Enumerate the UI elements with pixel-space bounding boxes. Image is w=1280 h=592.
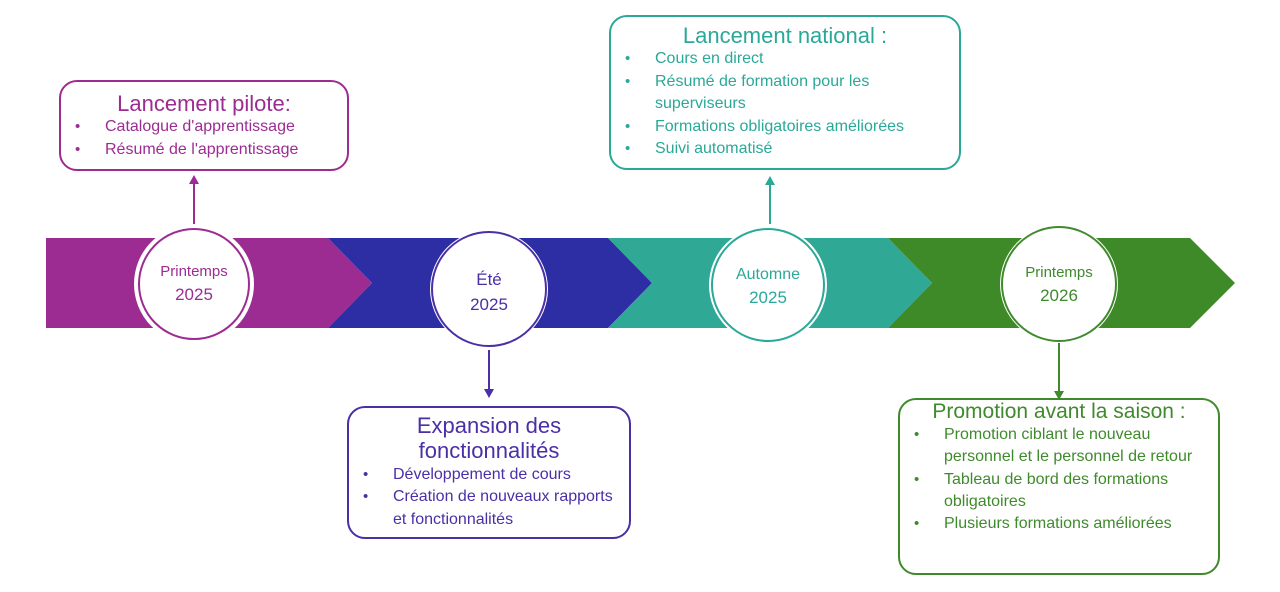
milestone-year: 2025 bbox=[470, 294, 508, 314]
list-item: Promotion ciblant le nouveau personnel e… bbox=[900, 424, 1218, 469]
pilot-launch-box: Lancement pilote: Catalogue d'apprentiss… bbox=[59, 80, 349, 171]
connector-pilot-arrow bbox=[189, 175, 199, 225]
connector-promo-arrow bbox=[1054, 342, 1064, 400]
milestone-year: 2025 bbox=[175, 284, 213, 304]
connector-national-arrow bbox=[765, 176, 775, 224]
list-item: Suivi automatisé bbox=[611, 138, 959, 161]
milestone-label-spring-2026: Printemps 2026 bbox=[1004, 262, 1114, 308]
list-item: Résumé de formation pour les superviseur… bbox=[611, 71, 959, 116]
national-launch-list: Cours en direct Résumé de formation pour… bbox=[611, 48, 959, 161]
milestone-label-autumn-2025: Automne 2025 bbox=[713, 263, 823, 311]
national-launch-box: Lancement national : Cours en direct Rés… bbox=[609, 15, 961, 170]
milestone-season: Printemps bbox=[160, 263, 228, 280]
milestone-circle-spring-2026-ring bbox=[1001, 226, 1117, 342]
pilot-launch-title: Lancement pilote: bbox=[117, 91, 291, 116]
milestone-circle-autumn-2025-ring bbox=[711, 228, 825, 342]
list-item: Résumé de l'apprentissage bbox=[61, 139, 347, 162]
feature-expansion-title: Expansion des fonctionnalités bbox=[416, 413, 562, 464]
list-item: Formations obligatoires améliorées bbox=[611, 116, 959, 139]
feature-expansion-list: Développement de cours Création de nouve… bbox=[349, 464, 629, 532]
list-item: Tableau de bord des formations obligatoi… bbox=[900, 469, 1218, 514]
list-item: Création de nouveaux rapports et fonctio… bbox=[349, 486, 629, 531]
feature-expansion-box: Expansion des fonctionnalités Développem… bbox=[347, 406, 631, 539]
list-item: Cours en direct bbox=[611, 48, 959, 71]
preseason-promotion-list: Promotion ciblant le nouveau personnel e… bbox=[900, 424, 1218, 536]
connector-expansion-arrow bbox=[484, 350, 494, 398]
list-item: Plusieurs formations améliorées bbox=[900, 513, 1218, 536]
list-item: Développement de cours bbox=[349, 464, 629, 487]
milestone-year: 2025 bbox=[749, 288, 787, 308]
milestone-label-summer-2025: Été 2025 bbox=[434, 268, 544, 317]
milestone-year: 2026 bbox=[1040, 285, 1078, 305]
milestone-label-spring-2025: Printemps 2025 bbox=[139, 261, 249, 307]
milestone-season: Automne bbox=[735, 266, 801, 283]
milestone-season: Été bbox=[476, 270, 502, 289]
milestone-circle-summer-2025-ring bbox=[431, 231, 547, 347]
milestone-season: Printemps bbox=[1025, 264, 1093, 281]
pilot-launch-list: Catalogue d'apprentissage Résumé de l'ap… bbox=[61, 116, 347, 161]
preseason-promotion-title: Promotion avant la saison : bbox=[932, 400, 1186, 423]
milestone-circle-spring-2025-ring bbox=[138, 228, 250, 340]
preseason-promotion-box: Promotion avant la saison : Promotion ci… bbox=[898, 398, 1220, 575]
national-launch-title: Lancement national : bbox=[682, 23, 888, 48]
list-item: Catalogue d'apprentissage bbox=[61, 116, 347, 139]
